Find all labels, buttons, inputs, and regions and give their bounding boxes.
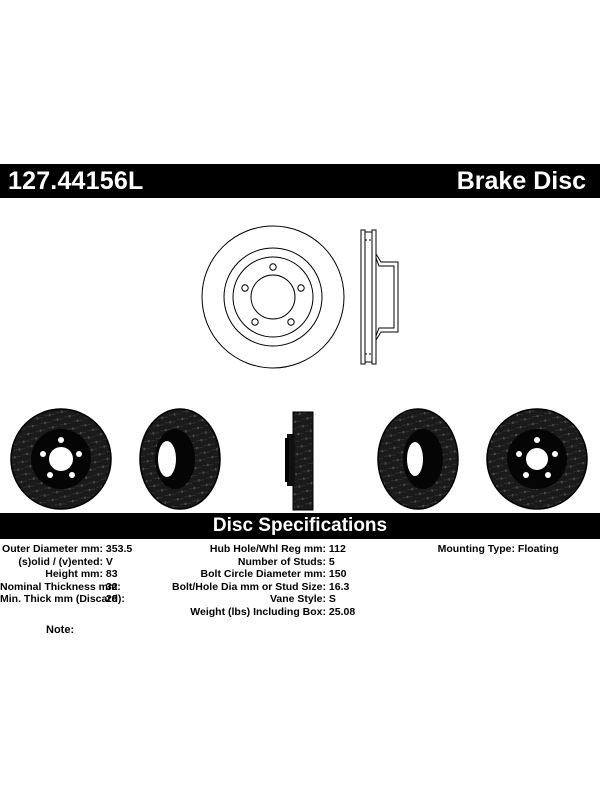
hat-circle	[232, 256, 314, 338]
spec-value: 353.5	[105, 543, 133, 555]
spec-row: Vane Style: S	[170, 593, 355, 606]
spec-value: Floating	[517, 543, 559, 555]
stud-hole-1	[269, 263, 277, 271]
spec-label: Height mm:	[45, 568, 103, 581]
disc-product-views	[10, 408, 588, 511]
spec-value: 29	[105, 593, 118, 606]
spec-label: Mounting Type:	[437, 543, 515, 555]
product-type: Brake Disc	[456, 167, 586, 195]
stud-hole-5	[241, 284, 249, 292]
spec-column-2: Hub Hole/Whl Reg mm: 112 Number of Studs…	[170, 543, 355, 619]
spec-row: (s)olid / (v)ented: V	[0, 556, 132, 569]
spec-row: Mounting Type: Floating	[420, 543, 559, 556]
part-number: 127.44156L	[8, 167, 144, 195]
outer-edge-circle	[201, 225, 345, 369]
spec-row: Height mm: 83	[0, 568, 132, 581]
spec-label: (s)olid / (v)ented:	[18, 555, 103, 568]
spec-row: Nominal Thickness mm: 32	[0, 581, 132, 594]
disc-view-side	[285, 411, 314, 511]
disc-view-back	[486, 408, 588, 510]
spec-row: Min. Thick mm (Discard): 29	[0, 593, 132, 606]
note-label: Note:	[46, 624, 75, 636]
spec-value: 32	[105, 580, 118, 593]
spec-label: Nominal Thickness mm:	[0, 580, 121, 593]
disc-view-front	[10, 408, 112, 510]
spec-row: Bolt Circle Diameter mm: 150	[170, 568, 355, 581]
spec-row: Weight (lbs) Including Box: 25.08	[170, 606, 355, 619]
spec-label: Bolt Circle Diameter mm:	[200, 568, 326, 581]
spec-row: Outer Diameter mm: 353.5	[0, 543, 132, 556]
spec-column-1: Outer Diameter mm: 353.5 (s)olid / (v)en…	[0, 543, 132, 606]
disc-view-angled-left	[139, 408, 221, 510]
spec-value: S	[328, 593, 336, 606]
specifications-header: Disc Specifications	[0, 513, 600, 539]
spec-label: Vane Style:	[269, 593, 326, 606]
hub-hole-circle	[250, 274, 296, 320]
specifications-title: Disc Specifications	[212, 515, 388, 536]
spec-value: V	[105, 555, 113, 568]
spec-value: 112	[328, 543, 346, 555]
disc-cross-section	[360, 229, 399, 365]
spec-label: Weight (lbs) Including Box:	[190, 605, 326, 618]
spec-label: Bolt/Hole Dia mm or Stud Size:	[171, 580, 326, 593]
stud-hole-2	[297, 284, 305, 292]
stud-hole-3	[287, 318, 295, 326]
spec-column-3: Mounting Type: Floating	[420, 543, 559, 556]
spec-value: 25.08	[328, 605, 356, 618]
spec-label: Hub Hole/Whl Reg mm:	[209, 543, 326, 555]
disc-view-angled-right	[377, 408, 459, 510]
spec-value: 150	[328, 568, 347, 581]
spec-row: Hub Hole/Whl Reg mm: 112	[170, 543, 355, 556]
friction-inner-circle	[223, 247, 323, 347]
spec-value: 16.3	[328, 580, 350, 593]
spec-value: 5	[328, 555, 335, 568]
spec-row: Number of Studs: 5	[170, 556, 355, 569]
disc-technical-drawing	[201, 225, 399, 369]
spec-row: Bolt/Hole Dia mm or Stud Size: 16.3	[170, 581, 355, 594]
stud-hole-4	[251, 318, 259, 326]
spec-label: Number of Studs:	[237, 555, 326, 568]
header-bar: 127.44156L Brake Disc	[0, 164, 600, 198]
spec-label: Min. Thick mm (Discard):	[0, 593, 125, 606]
spec-value: 83	[105, 568, 118, 581]
spec-label: Outer Diameter mm:	[2, 543, 103, 555]
